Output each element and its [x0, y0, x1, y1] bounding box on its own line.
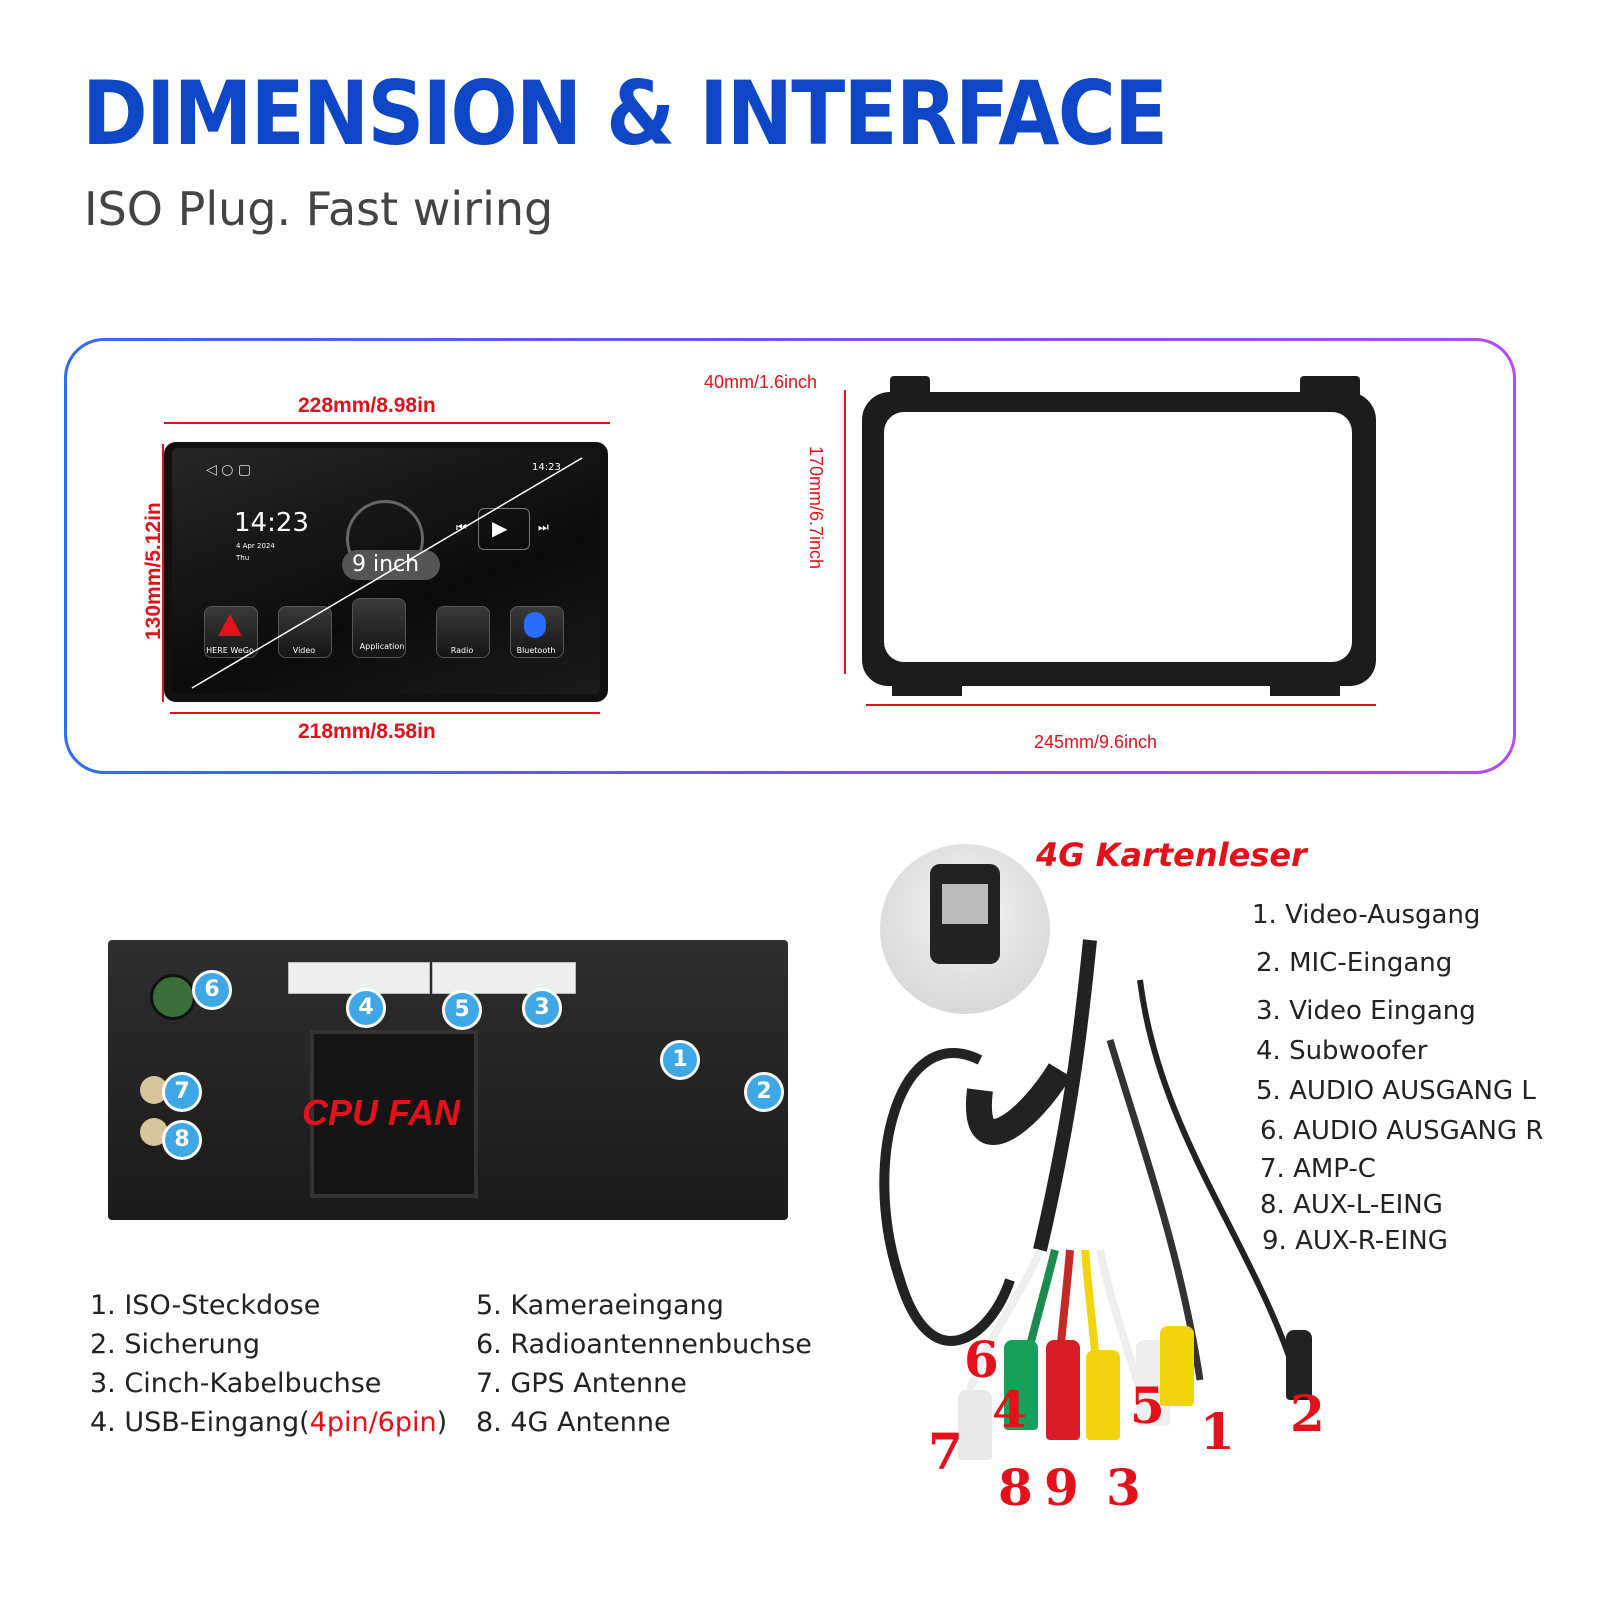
badge-8: 8 [162, 1120, 202, 1160]
cable-legend-item: 9. AUX-R-EING [1262, 1226, 1448, 1256]
cable-legend-item: 1. Video-Ausgang [1252, 900, 1481, 930]
clock-date: 4 Apr 2024 [236, 542, 275, 550]
frame-tab [890, 376, 930, 396]
play-icon: ▶ [492, 516, 508, 540]
camera-plug-connector [432, 962, 576, 994]
app-label-application: Application [359, 642, 405, 651]
connector-number-7: 7 [928, 1422, 963, 1481]
connector-number-6: 6 [964, 1330, 999, 1389]
screen-display: ◁ ○ ▢ 14:23 14:23 4 Apr 2024 Thu 9 inch … [172, 448, 600, 694]
mic-jack [1286, 1330, 1312, 1400]
frame-height-line [844, 390, 846, 674]
legend-item-usb: 4. USB-Eingang(4pin/6pin) [90, 1407, 447, 1438]
app-tile-radio [436, 606, 490, 658]
connector-number-2: 2 [1290, 1384, 1325, 1443]
frame-opening [884, 412, 1352, 662]
rca-connector-red [1046, 1340, 1080, 1440]
clock-time: 14:23 [234, 508, 309, 538]
frame-tab [892, 684, 962, 696]
connector-number-8: 8 [998, 1458, 1033, 1517]
frame-width: 245mm/9.6inch [1034, 732, 1158, 752]
size-pill [342, 550, 440, 580]
legend-item: 8. 4G Antenne [476, 1407, 671, 1438]
connector-number-3: 3 [1106, 1458, 1141, 1517]
legend-item: 2. Sicherung [90, 1329, 261, 1360]
screen-top-width: 228mm/8.98in [298, 394, 436, 417]
badge-2: 2 [744, 1072, 784, 1112]
nav-bar-icons: ◁ ○ ▢ [206, 462, 252, 478]
legend-item: 7. GPS Antenne [476, 1368, 687, 1399]
page-subtitle: ISO Plug. Fast wiring [84, 182, 554, 236]
clock-day: Thu [236, 554, 250, 562]
connector-number-5: 5 [1130, 1376, 1165, 1435]
cable-legend-item: 5. AUDIO AUSGANG L [1256, 1076, 1536, 1106]
cpu-fan [310, 1030, 478, 1198]
badge-6: 6 [192, 970, 232, 1010]
badge-1: 1 [660, 1040, 700, 1080]
app-label-radio: Radio [450, 646, 474, 655]
media-player-widget [478, 508, 530, 550]
connector-number-9: 9 [1044, 1458, 1079, 1517]
cable-legend-item: 8. AUX-L-EING [1260, 1190, 1443, 1220]
rca-connector-green [1004, 1340, 1038, 1430]
here-wego-icon [218, 614, 242, 636]
cable-legend-item: 2. MIC-Eingang [1256, 948, 1453, 978]
cable-legend-item: 4. Subwoofer [1256, 1036, 1428, 1066]
card-reader-photo [880, 844, 1050, 1014]
card-reader-label: 4G Kartenleser [1036, 836, 1307, 874]
rca-connector-white [958, 1390, 992, 1460]
usb-pins: 4pin/6pin [309, 1407, 437, 1438]
legend-item: 3. Cinch-Kabelbuchse [90, 1368, 382, 1399]
frame-height: 170mm/6.7inch [806, 446, 826, 570]
screen-height: 130mm/5.12in [142, 502, 165, 640]
connector-number-4: 4 [992, 1380, 1027, 1439]
usb-suffix: ) [436, 1407, 448, 1438]
badge-5: 5 [442, 990, 482, 1030]
cable-legend-item: 7. AMP-C [1260, 1154, 1376, 1184]
bluetooth-icon [524, 612, 546, 638]
frame-tab [1300, 376, 1360, 396]
rca-connector-yellow-2 [1160, 1326, 1194, 1406]
badge-4: 4 [346, 988, 386, 1028]
top-width-line [164, 422, 610, 424]
app-label-video: Video [292, 646, 316, 655]
height-line [162, 444, 164, 702]
screen-bottom-width: 218mm/8.58in [298, 720, 436, 743]
legend-item: 5. Kameraeingang [476, 1290, 724, 1321]
legend-item: 6. Radioantennenbuchse [476, 1329, 812, 1360]
app-tile-application [352, 598, 406, 658]
next-icon: ⏭ [538, 520, 549, 534]
badge-7: 7 [162, 1072, 202, 1112]
app-tile-video [278, 606, 332, 658]
radio-antenna-socket [150, 974, 196, 1020]
previous-icon: ⏮ [456, 520, 467, 534]
connector-number-1: 1 [1200, 1402, 1235, 1461]
frame-width-line [866, 704, 1376, 706]
bottom-width-line [170, 712, 600, 714]
app-label-bluetooth: Bluetooth [516, 646, 556, 655]
usb-prefix: 4. USB-Eingang( [90, 1407, 310, 1438]
status-time: 14:23 [532, 462, 561, 473]
legend-item: 1. ISO-Steckdose [90, 1290, 321, 1321]
frame-tab [1270, 684, 1340, 696]
page-title: DIMENSION & INTERFACE [82, 62, 1168, 165]
rca-connector-yellow [1086, 1350, 1120, 1440]
cable-legend-item: 6. AUDIO AUSGANG R [1260, 1116, 1544, 1146]
cable-legend-item: 3. Video Eingang [1256, 996, 1476, 1026]
sim-slot-icon [942, 884, 988, 924]
badge-3: 3 [522, 988, 562, 1028]
app-label-here-wego: HERE WeGo [206, 646, 254, 655]
cpu-fan-label: CPU FAN [302, 1092, 461, 1133]
frame-depth: 40mm/1.6inch [704, 372, 818, 392]
screen-size-label: 9 inch [352, 552, 420, 577]
diagonal-line [191, 457, 583, 689]
